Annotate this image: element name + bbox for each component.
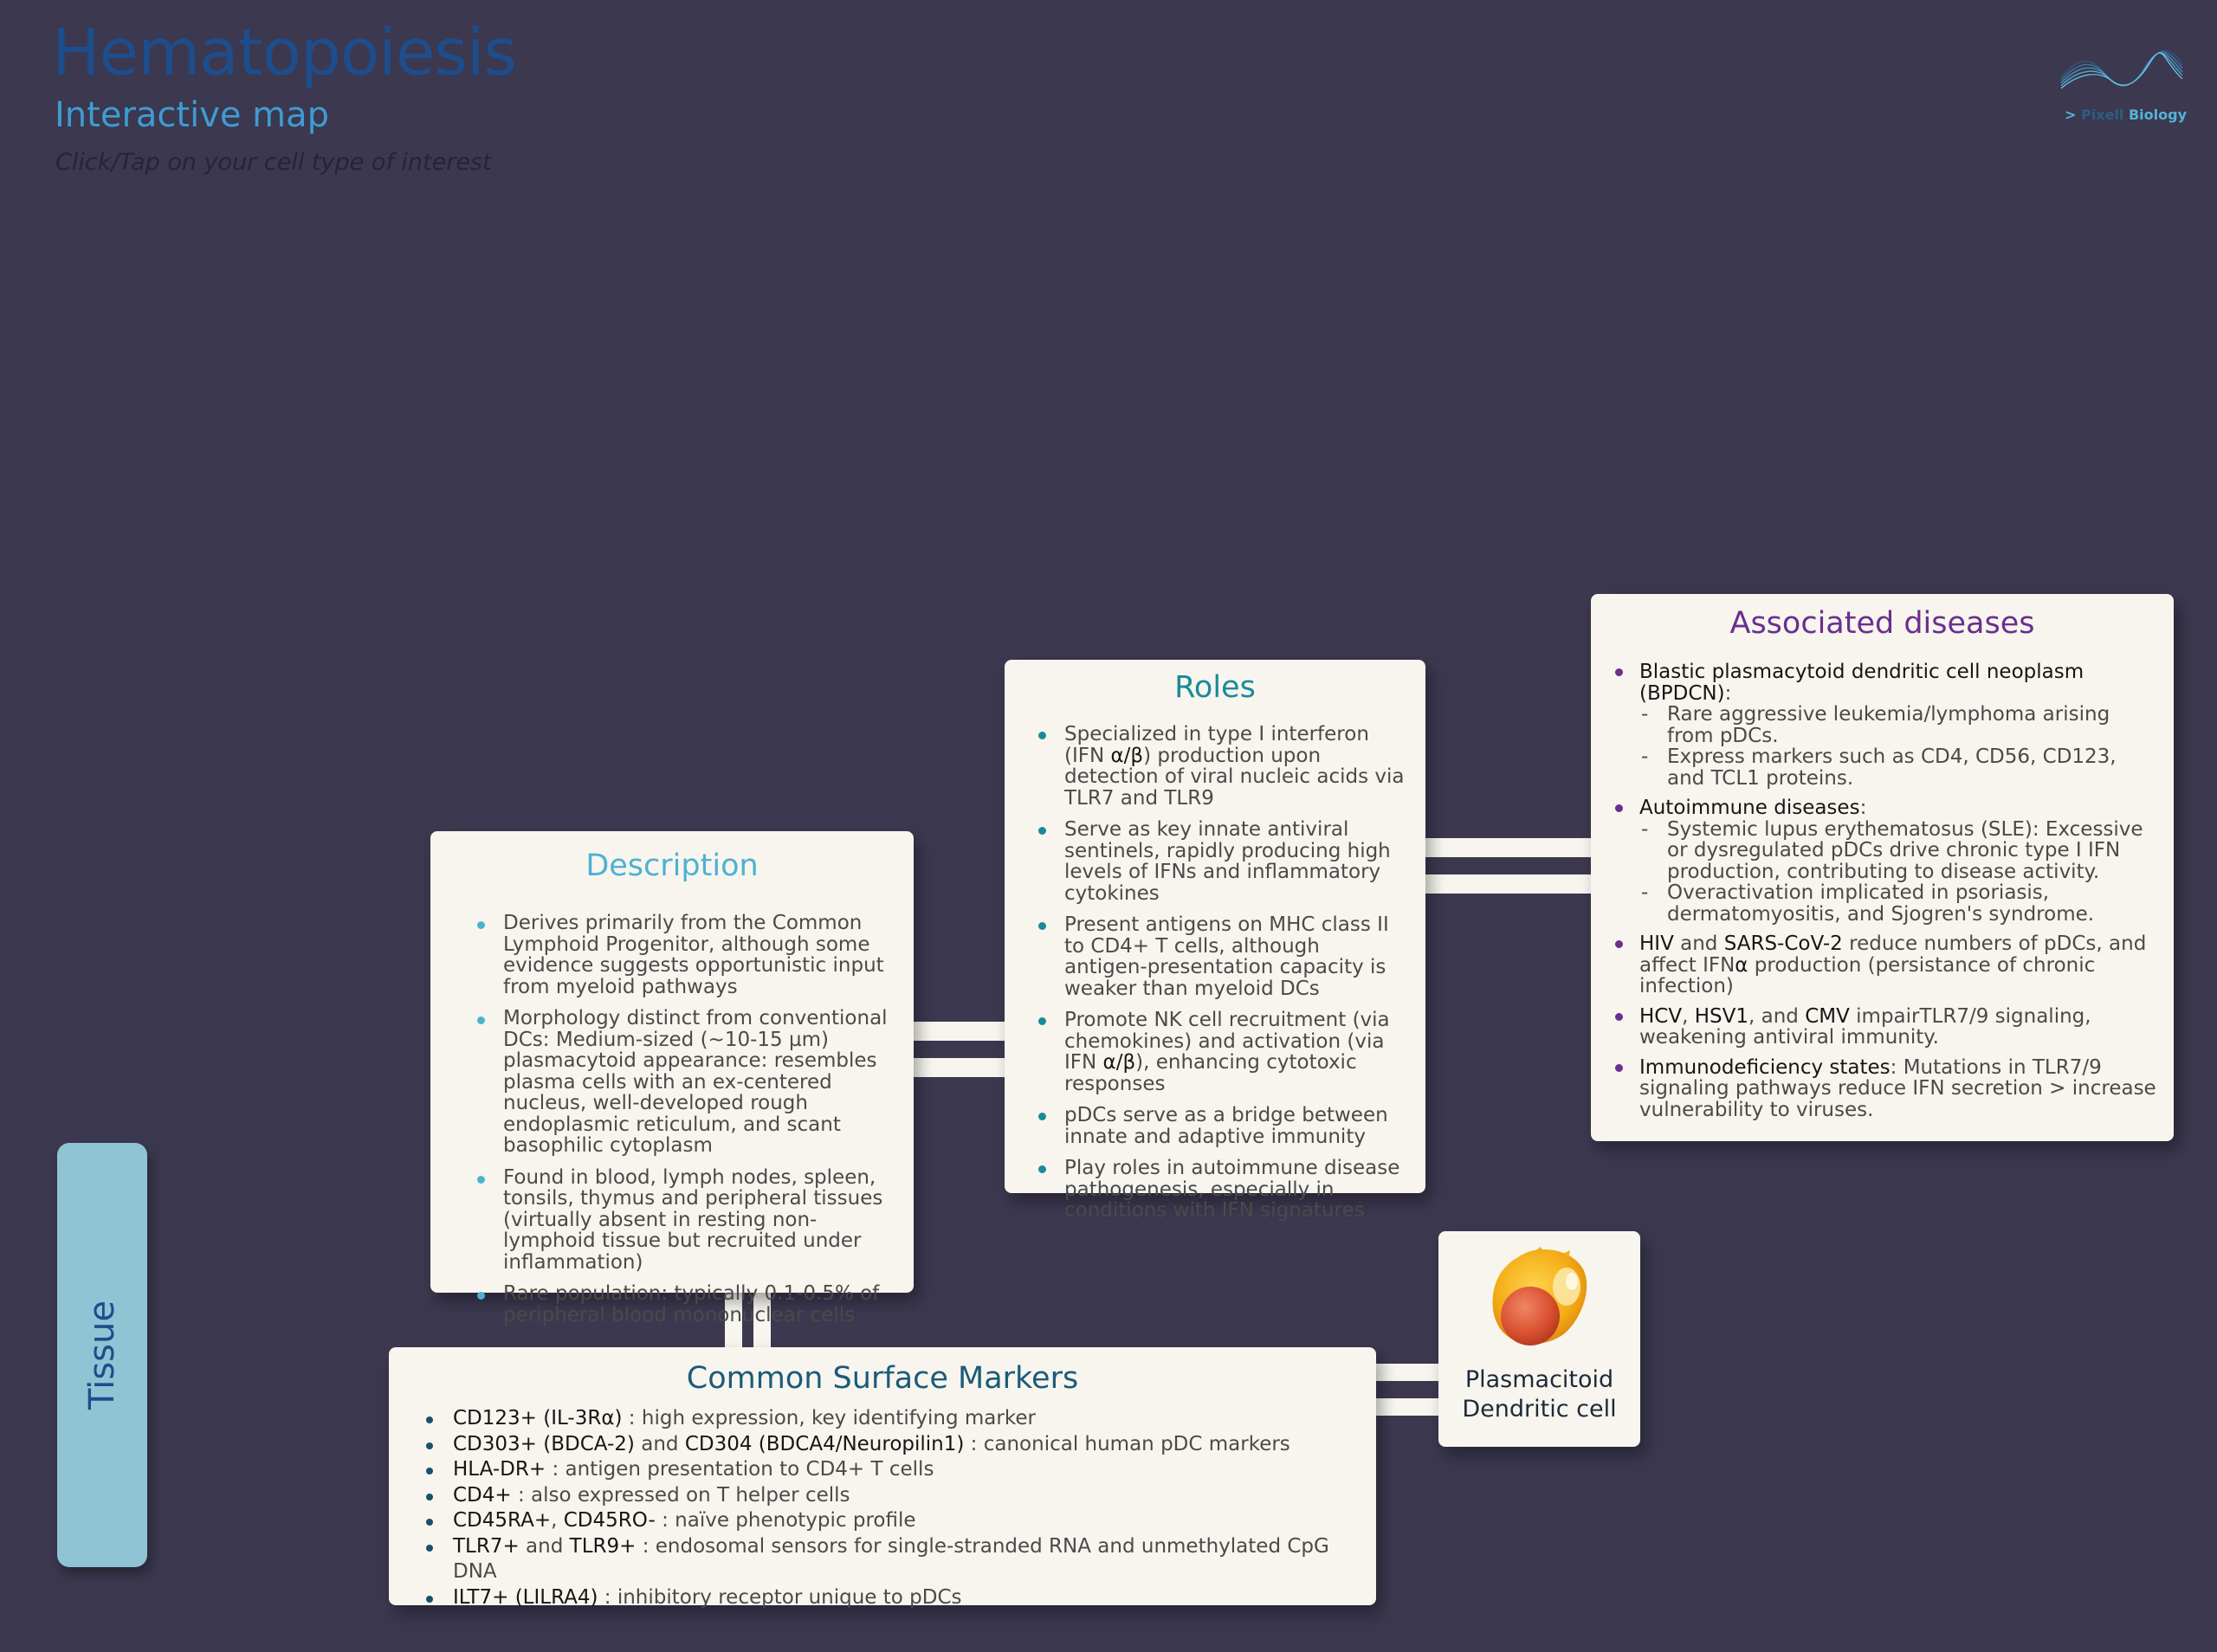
list-item: Morphology distinct from conventional DC… [456,1008,888,1157]
sub-list: Rare aggressive leukemia/lymphoma arisin… [1639,704,2158,789]
connector-markers-cell-top [1372,1364,1443,1381]
sub-list-item: Express markers such as CD4, CD56, CD123… [1639,746,2158,789]
roles-list: Specialized in type I interferon (IFN α/… [1022,724,1408,1222]
bullet-icon [1038,1165,1046,1173]
connector-description-roles-bottom [909,1058,1009,1077]
list-item: HLA-DR+ : antigen presentation to CD4+ T… [406,1457,1359,1483]
list-item: Derives primarily from the Common Lympho… [456,913,888,997]
bullet-icon [477,921,485,929]
connector-description-markers-left [725,1288,742,1352]
instruction-text: Click/Tap on your cell type of interest [55,149,492,176]
list-item: Promote NK cell recruitment (via chemoki… [1022,1010,1408,1094]
list-item: HIV and SARS-CoV-2 reduce numbers of pDC… [1606,933,2158,997]
bullet-icon [477,1292,485,1300]
connector-roles-diseases-bottom [1420,874,1595,894]
markers-list: CD123+ (IL-3Rα) : high expression, key i… [406,1406,1359,1610]
bullet-icon [1038,827,1046,835]
list-item: Found in blood, lymph nodes, spleen, ton… [456,1166,888,1274]
page-subtitle: Interactive map [55,95,330,135]
bullet-icon [426,1595,433,1603]
list-item: Immunodeficiency states: Mutations in TL… [1606,1056,2158,1121]
wave-logo-icon [2060,49,2183,89]
description-card: Description Derives primarily from the C… [430,831,914,1326]
roles-card: Roles Specialized in type I interferon (… [1005,660,1425,1221]
bullet-icon [1615,804,1623,812]
connector-description-markers-right [753,1288,771,1352]
bullet-icon [1038,732,1046,739]
bullet-icon [1615,1063,1623,1072]
list-item: Autoimmune diseases: Systemic lupus eryt… [1606,797,2158,925]
connector-markers-cell-bottom [1372,1398,1443,1416]
tissue-tab[interactable]: Tissue [57,1143,147,1567]
bullet-icon [426,1544,433,1552]
diseases-list: Blastic plasmacytoid dendritic cell neop… [1606,661,2158,1120]
page-title: Hematopoiesis [52,16,517,90]
bullet-icon [426,1493,433,1500]
sub-list-item: Systemic lupus erythematosus (SLE): Exce… [1639,818,2158,883]
cell-name: Plasmacitoid Dendritic cell [1462,1366,1617,1423]
bullet-icon [477,1016,485,1024]
pdc-cell-icon [1492,1247,1587,1345]
logo-text: > Pixell Biology [2065,106,2187,123]
bullet-icon [477,1175,485,1184]
description-list: Derives primarily from the Common Lympho… [456,913,888,1326]
bullet-icon [426,1442,433,1449]
list-item: Specialized in type I interferon (IFN α/… [1022,724,1408,809]
bullet-icon [426,1416,433,1423]
list-item: ILT7+ (LILRA4) : inhibitory receptor uni… [406,1585,1359,1611]
bullet-icon [1038,1113,1046,1120]
diseases-title: Associated diseases [1729,606,2035,641]
sub-list-item: Rare aggressive leukemia/lymphoma arisin… [1639,704,2158,746]
connector-roles-diseases-top [1420,838,1595,857]
bullet-icon [1615,940,1623,948]
bullet-icon [1615,668,1623,676]
roles-title: Roles [1174,670,1256,705]
sub-list: Systemic lupus erythematosus (SLE): Exce… [1639,818,2158,926]
pixell-biology-logo[interactable]: > Pixell Biology [2057,39,2187,126]
list-item: CD4+ : also expressed on T helper cells [406,1483,1359,1509]
bullet-icon [1038,922,1046,930]
sub-list-item: Overactivation implicated in psoriasis, … [1639,882,2158,925]
bullet-icon [426,1519,433,1526]
markers-title: Common Surface Markers [686,1361,1079,1396]
list-item: Rare population: typically 0.1-0.5% of p… [456,1283,888,1326]
list-item: pDCs serve as a bridge between innate an… [1022,1105,1408,1147]
tissue-tab-label: Tissue [82,1300,122,1410]
list-item: Serve as key innate antiviral sentinels,… [1022,819,1408,904]
cell-card-plasmacytoid-dendritic[interactable]: Plasmacitoid Dendritic cell [1438,1231,1640,1447]
list-item: Blastic plasmacytoid dendritic cell neop… [1606,661,2158,789]
bullet-icon [1038,1017,1046,1025]
bullet-icon [426,1468,433,1475]
list-item: HCV, HSV1, and CMV impairTLR7/9 signalin… [1606,1005,2158,1049]
connector-description-roles-top [909,1022,1009,1041]
surface-markers-card: Common Surface Markers CD123+ (IL-3Rα) :… [389,1347,1376,1609]
bullet-icon [1615,1012,1623,1021]
list-item: TLR7+ and TLR9+ : endosomal sensors for … [406,1534,1359,1585]
list-item: Present antigens on MHC class II to CD4+… [1022,914,1408,999]
list-item: CD123+ (IL-3Rα) : high expression, key i… [406,1406,1359,1432]
list-item: CD45RA+, CD45RO- : naïve phenotypic prof… [406,1508,1359,1534]
list-item: CD303+ (BDCA-2) and CD304 (BDCA4/Neuropi… [406,1432,1359,1458]
diseases-card: Associated diseases Blastic plasmacytoid… [1591,594,2174,1141]
list-item: Play roles in autoimmune disease pathoge… [1022,1158,1408,1222]
description-title: Description [585,849,759,883]
